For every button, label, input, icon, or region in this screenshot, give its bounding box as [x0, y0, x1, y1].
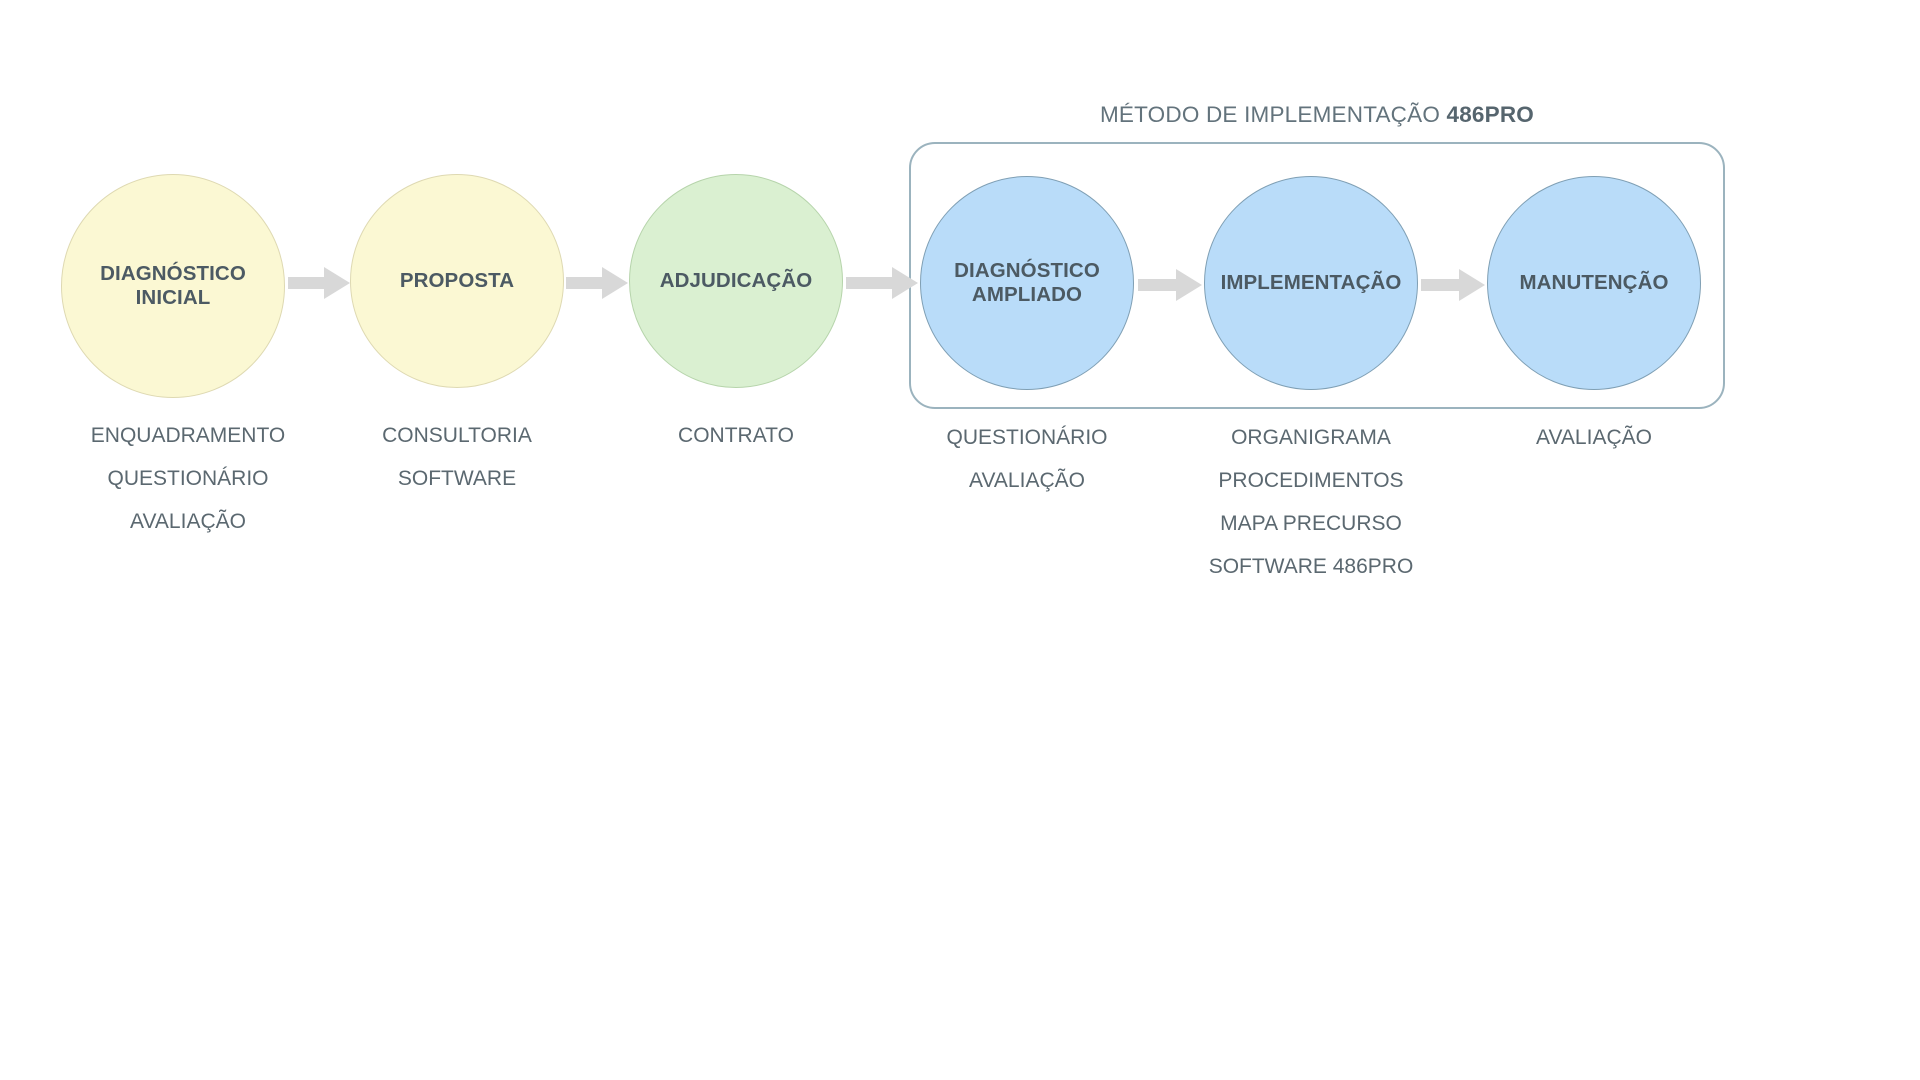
sublabel-item: AVALIAÇÃO: [1536, 426, 1652, 449]
node-diagnostico-ampliado[interactable]: DIAGNÓSTICO AMPLIADO: [920, 176, 1134, 390]
arrow-adjudicacao-to-diagnostico-ampliado: [846, 266, 918, 300]
node-implementacao[interactable]: IMPLEMENTAÇÃO: [1204, 176, 1418, 390]
sublabel-item: PROCEDIMENTOS: [1218, 469, 1404, 492]
arrow-diagnostico-inicial-to-proposta: [288, 266, 350, 300]
group-title-prefix: MÉTODO DE IMPLEMENTAÇÃO: [1099, 102, 1447, 127]
group-title-emphasis: 486PRO: [1446, 102, 1534, 127]
sublabel-item: MAPA PRECURSO: [1220, 512, 1402, 535]
sublabel-item: SOFTWARE 486PRO: [1208, 555, 1414, 578]
sublabels-adjudicacao: CONTRATO: [577, 414, 895, 457]
sublabel-item: QUESTIONÁRIO: [107, 467, 269, 490]
node-label: IMPLEMENTAÇÃO: [1220, 270, 1402, 294]
group-title: MÉTODO DE IMPLEMENTAÇÃO 486PRO: [909, 102, 1725, 128]
node-manutencao[interactable]: MANUTENÇÃO: [1487, 176, 1701, 390]
sublabel-item: SOFTWARE: [397, 467, 517, 490]
sublabels-manutencao: AVALIAÇÃO: [1435, 416, 1753, 459]
sublabel-item: ORGANIGRAMA: [1231, 426, 1391, 449]
sublabels-diagnostico-inicial: ENQUADRAMENTO QUESTIONÁRIO AVALIAÇÃO: [30, 414, 346, 543]
node-label: PROPOSTA: [399, 268, 515, 292]
arrow-diagnostico-ampliado-to-implementacao: [1138, 268, 1202, 302]
node-label: DIAGNÓSTICO AMPLIADO: [954, 258, 1100, 306]
sublabel-item: AVALIAÇÃO: [130, 510, 246, 533]
implementation-method-group-frame: [909, 142, 1725, 409]
node-label: ADJUDICAÇÃO: [659, 268, 813, 292]
node-adjudicacao[interactable]: ADJUDICAÇÃO: [629, 174, 843, 388]
node-label: MANUTENÇÃO: [1519, 270, 1669, 294]
sublabel-item: CONSULTORIA: [382, 424, 532, 447]
sublabels-diagnostico-ampliado: QUESTIONÁRIO AVALIAÇÃO: [868, 416, 1186, 502]
sublabels-proposta: CONSULTORIA SOFTWARE: [298, 414, 616, 500]
arrow-proposta-to-adjudicacao: [566, 266, 628, 300]
sublabel-item: QUESTIONÁRIO: [946, 426, 1108, 449]
sublabel-item: AVALIAÇÃO: [969, 469, 1085, 492]
arrow-implementacao-to-manutencao: [1421, 268, 1485, 302]
sublabel-item: ENQUADRAMENTO: [90, 424, 286, 447]
sublabel-item: CONTRATO: [678, 424, 794, 447]
node-diagnostico-inicial[interactable]: DIAGNÓSTICO INICIAL: [61, 174, 285, 398]
node-label: DIAGNÓSTICO INICIAL: [100, 261, 246, 309]
node-proposta[interactable]: PROPOSTA: [350, 174, 564, 388]
sublabels-implementacao: ORGANIGRAMA PROCEDIMENTOS MAPA PRECURSO …: [1152, 416, 1470, 588]
